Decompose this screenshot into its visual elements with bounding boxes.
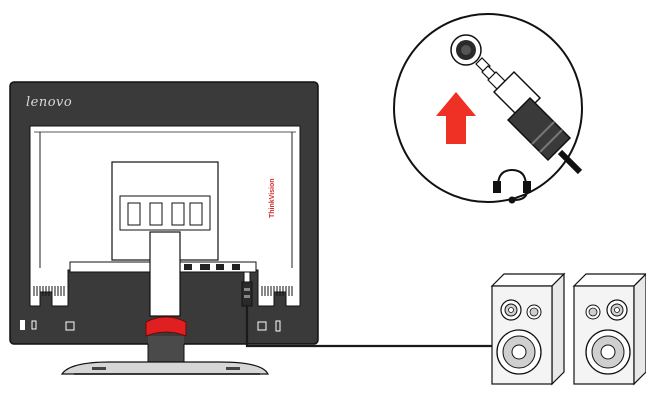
audio-cable [245, 306, 492, 348]
audio-jack-port-icon [450, 34, 482, 66]
monitor-stand-base [60, 361, 269, 375]
audio-cable-plug-monitor [241, 271, 253, 307]
monitor-brand-logo: lenovo [26, 95, 72, 110]
monitor-side-label: ThinkVision [269, 178, 276, 218]
stereo-speakers [490, 272, 646, 386]
audio-plug-icon [475, 57, 583, 175]
insert-arrow-icon [436, 92, 476, 144]
speaker-left [490, 272, 566, 386]
lock-slot-icon [20, 320, 25, 330]
stand-red-accent [145, 316, 187, 337]
monitor-rear-view: lenovo ThinkVision [9, 81, 319, 375]
zoom-detail-callout [393, 13, 583, 204]
monitor-stand-neck [149, 231, 181, 317]
monitor-vent-left [33, 286, 65, 296]
speaker-right [572, 273, 646, 386]
monitor-vent-right [261, 286, 293, 296]
monitor-stand-column [147, 344, 185, 363]
headset-icon [493, 168, 531, 204]
